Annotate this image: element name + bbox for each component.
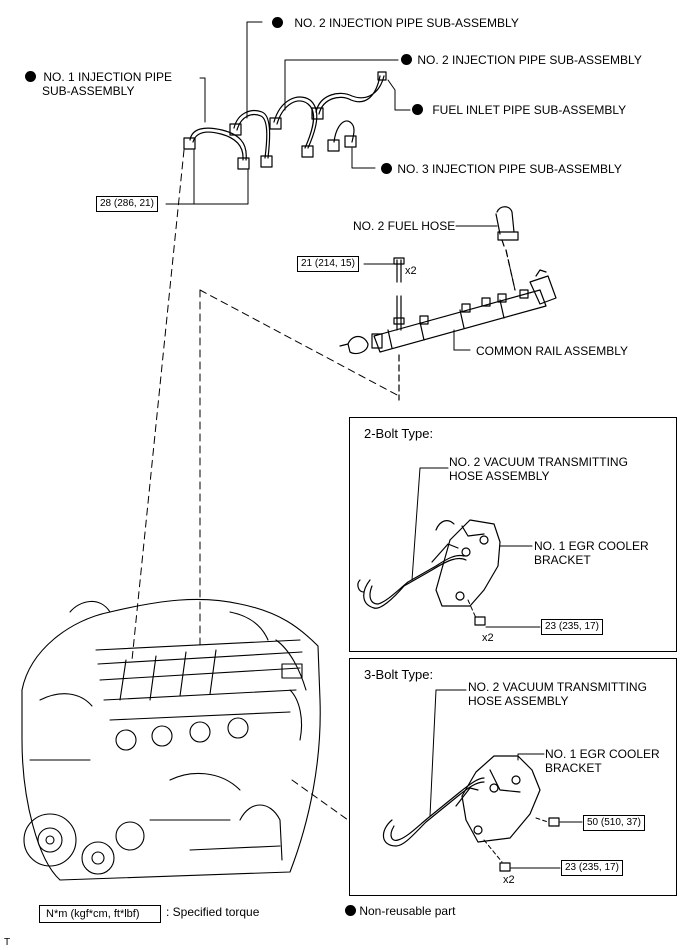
three-bolt-illustration: [382, 689, 583, 872]
legend-torque-unit: N*m (kgf*cm, ft*lbf): [39, 905, 161, 923]
panel-two-bolt: [349, 417, 677, 652]
legend-torque-desc: : Specified torque: [166, 905, 260, 919]
multiplier-two-bolt: x2: [482, 632, 494, 644]
label-text: FUEL INLET PIPE SUB-ASSEMBLY: [432, 103, 627, 117]
label-text: NO. 3 INJECTION PIPE SUB-ASSEMBLY: [397, 162, 622, 176]
label-text: SUB-ASSEMBLY: [42, 84, 135, 98]
nonreusable-dot-icon: [412, 104, 423, 115]
label-three-bolt-hose: NO. 2 VACUUM TRANSMITTING HOSE ASSEMBLY: [468, 680, 647, 708]
panel-three-bolt: [349, 658, 677, 896]
multiplier-three-bolt: x2: [503, 874, 515, 886]
torque-three-bolt-lower: 23 (235, 17): [561, 860, 623, 876]
nonreusable-dot-icon: [25, 71, 36, 82]
nonreusable-dot-icon: [401, 54, 412, 65]
legend-nonreusable: Non-reusable part: [345, 904, 455, 918]
label-no1-injection-pipe: NO. 1 INJECTION PIPE SUB-ASSEMBLY: [25, 70, 172, 98]
multiplier-common-rail-bolt: x2: [405, 265, 417, 277]
torque-three-bolt-upper: 50 (510, 37): [583, 815, 645, 831]
label-two-bolt-hose: NO. 2 VACUUM TRANSMITTING HOSE ASSEMBLY: [449, 455, 628, 483]
label-common-rail: COMMON RAIL ASSEMBLY: [476, 344, 629, 358]
label-text: NO. 1 INJECTION PIPE: [43, 70, 173, 84]
torque-two-bolt: 23 (235, 17): [541, 619, 603, 635]
label-no3-injection-pipe: NO. 3 INJECTION PIPE SUB-ASSEMBLY: [381, 162, 622, 176]
torque-injection-pipe: 28 (286, 21): [96, 196, 158, 212]
label-text: NO. 2 INJECTION PIPE SUB-ASSEMBLY: [417, 53, 642, 67]
nonreusable-dot-icon: [345, 905, 356, 916]
label-no2-fuel-hose: NO. 2 FUEL HOSE: [353, 219, 456, 233]
label-fuel-inlet-pipe: FUEL INLET PIPE SUB-ASSEMBLY: [412, 103, 626, 117]
two-bolt-illustration: [357, 467, 541, 628]
label-no2-injection-pipe-b: NO. 2 INJECTION PIPE SUB-ASSEMBLY: [401, 53, 642, 67]
corner-mark: T: [4, 937, 11, 948]
torque-common-rail-bolt: 21 (214, 15): [297, 256, 359, 272]
engine-illustration: [21, 598, 321, 881]
panel-two-bolt-title: 2-Bolt Type:: [364, 426, 434, 441]
panel-three-bolt-title: 3-Bolt Type:: [364, 667, 434, 682]
common-rail-illustration: [339, 206, 557, 401]
label-three-bolt-bracket: NO. 1 EGR COOLER BRACKET: [545, 747, 660, 775]
injection-pipes-illustration: [183, 71, 387, 170]
label-two-bolt-bracket: NO. 1 EGR COOLER BRACKET: [534, 539, 649, 567]
projection-lines: [131, 149, 516, 821]
nonreusable-dot-icon: [272, 17, 283, 28]
legend-nonreusable-text: Non-reusable part: [359, 904, 456, 918]
label-text: NO. 2 INJECTION PIPE SUB-ASSEMBLY: [294, 16, 519, 30]
top-leader-lines: [165, 21, 411, 205]
nonreusable-dot-icon: [381, 163, 392, 174]
label-no2-injection-pipe-a: NO. 2 INJECTION PIPE SUB-ASSEMBLY: [272, 16, 519, 30]
